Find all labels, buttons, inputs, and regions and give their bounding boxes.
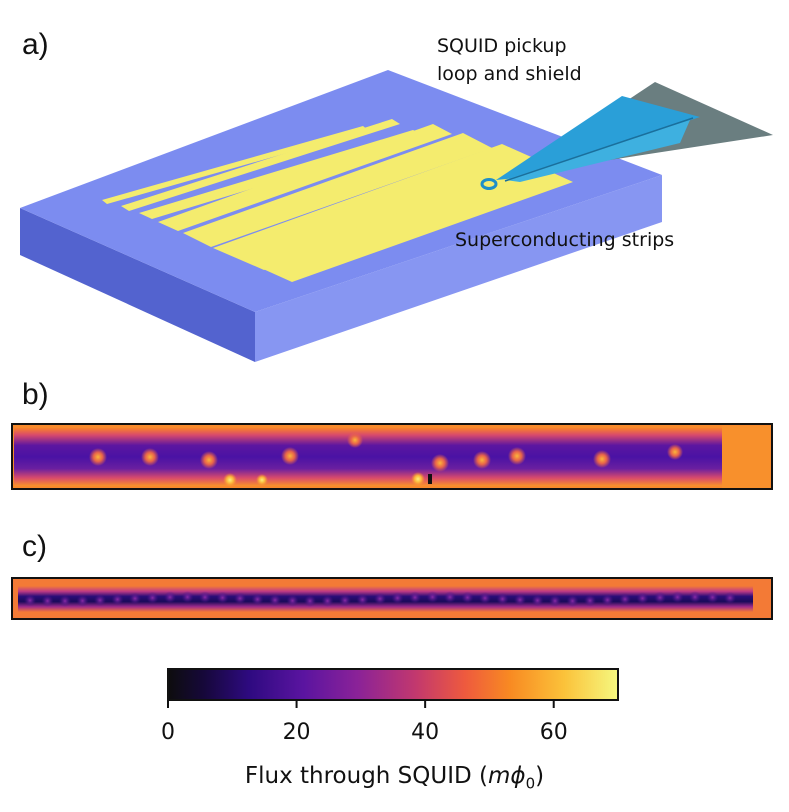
substrate-front-face: [20, 208, 255, 362]
vortex-spot: [566, 595, 579, 607]
vortex-spot: [251, 593, 264, 606]
colorbar-tick-label: 0: [161, 720, 175, 745]
vortex-spot: [146, 591, 159, 604]
vortex-spot: [41, 594, 54, 607]
vortex-spot: [531, 594, 544, 607]
probe-body-lower: [505, 120, 690, 182]
colorbar-tick-marks: [167, 700, 555, 708]
vortex-spot: [671, 591, 684, 604]
colorbar-label-sub: 0: [525, 774, 536, 793]
colorbar-label: Flux through SQUID (mϕ0): [0, 763, 789, 793]
vortex-spot: [514, 593, 526, 606]
vortex-spot: [59, 595, 71, 607]
vortex-spot: [724, 591, 736, 604]
colorbar-tick-label: 60: [539, 720, 568, 745]
vortex-spot: [141, 448, 159, 466]
map-b-frame: [11, 423, 773, 490]
map-b-core: [14, 428, 742, 486]
strip-1: [102, 126, 368, 204]
strip-7: [252, 165, 573, 282]
map-c-vortex-row: [24, 591, 736, 607]
panel-a-label: a): [22, 28, 49, 61]
bright-spot: [411, 472, 425, 486]
colorbar-label-math: mϕ: [488, 763, 526, 789]
vortex-spot: [356, 593, 369, 606]
vortex-spot: [286, 594, 299, 607]
vortex-spot: [479, 592, 491, 605]
panel-c-label: c): [22, 530, 47, 563]
vortex-spot: [89, 448, 107, 466]
vortex-spot: [304, 595, 316, 607]
vortex-spot: [216, 591, 229, 604]
panel-b-label: b): [22, 378, 49, 411]
vortex-spot: [601, 594, 614, 606]
vortex-spot: [508, 447, 526, 465]
vortex-spot: [347, 432, 363, 448]
vortex-spot: [667, 444, 683, 460]
bright-spot: [223, 473, 237, 487]
vortex-spot: [593, 450, 611, 468]
vortex-spot: [391, 592, 404, 604]
vortex-spot: [636, 592, 649, 605]
vortex-spot: [234, 592, 246, 605]
vortex-spot: [94, 594, 106, 607]
vortex-spot: [409, 591, 421, 604]
map-b-right-end: [722, 426, 770, 488]
vortex-spot: [199, 591, 211, 604]
squid-annotation-line1: SQUID pickup: [437, 35, 567, 57]
map-c-frame: [11, 577, 773, 620]
vortex-spot: [129, 592, 141, 605]
vortex-spot: [321, 594, 334, 607]
vortex-spot: [339, 594, 351, 607]
strip-4: [158, 124, 452, 231]
dark-pixel: [428, 474, 432, 484]
vortex-spot: [281, 447, 299, 465]
squid-annotation-line2: loop and shield: [437, 63, 582, 85]
vortex-spot: [706, 591, 719, 604]
colorbar-gradient: [167, 668, 619, 701]
strips-annotation: Superconducting strips: [455, 229, 675, 251]
colorbar-label-suffix: ): [535, 763, 545, 789]
colorbar-tick-label: 20: [282, 720, 311, 745]
vortex-spot: [619, 593, 631, 606]
probe-body: [496, 96, 700, 180]
vortex-spot: [473, 451, 491, 469]
vortex-spot: [181, 591, 194, 603]
vortex-spot: [689, 591, 701, 603]
strip-2: [121, 119, 400, 211]
strip-6: [213, 144, 556, 270]
vortex-spot: [200, 451, 218, 469]
vortex-spot: [111, 593, 124, 606]
substrate-right-face: [255, 175, 662, 362]
colorbar-label-prefix: Flux through SQUID (: [244, 763, 488, 789]
strip-5: [183, 133, 492, 247]
vortex-spot: [496, 593, 509, 605]
vortex-spot: [426, 591, 439, 603]
vortex-spot: [444, 591, 456, 604]
pickup-loop-icon: [480, 178, 498, 190]
colorbar-tick-label: 40: [411, 720, 440, 745]
vortex-spot: [269, 594, 281, 607]
vortex-spot: [549, 594, 561, 607]
probe-edge: [504, 117, 694, 182]
vortex-spot: [431, 454, 449, 472]
vortex-spot: [584, 594, 596, 607]
vortex-spot: [24, 594, 36, 607]
vortex-spot: [654, 591, 666, 604]
vortex-spot: [76, 594, 89, 607]
vortex-spot: [164, 591, 176, 604]
vortex-spot: [461, 591, 474, 604]
vortex-spot: [374, 592, 386, 605]
bright-spot: [256, 474, 268, 486]
